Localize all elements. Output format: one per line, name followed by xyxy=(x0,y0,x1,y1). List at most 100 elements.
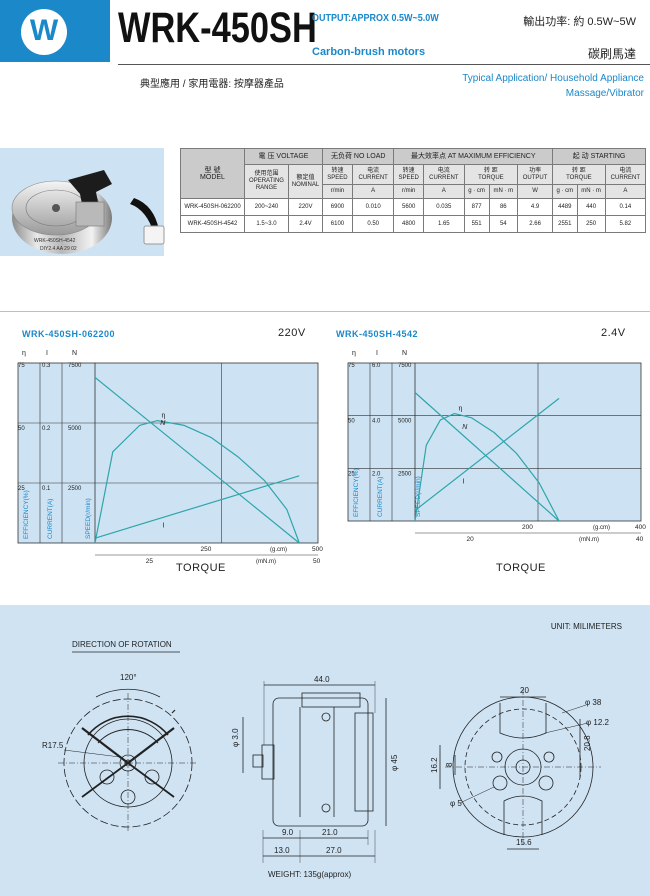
application-en: Typical Application/ Household Appliance xyxy=(462,73,644,84)
y-tick-label: 75 xyxy=(348,363,355,369)
nl-current-header-cn: 电流 xyxy=(367,167,380,174)
unit-gcm: g · cm xyxy=(463,184,490,199)
row-me-speed: 5600 xyxy=(393,198,424,216)
dim-width-20: 20 xyxy=(520,686,529,695)
range-header: 使用范围 OPERATING RANGE xyxy=(244,164,289,199)
y-tick-label: 0.1 xyxy=(42,486,51,492)
logo-letter: W xyxy=(29,14,59,47)
nominal-header: 额定值 NOMINAL xyxy=(288,164,323,199)
range-header-cn: 使用范围 xyxy=(254,171,279,177)
y-tick-label: 7500 xyxy=(68,363,82,369)
row-me-torque-mn: 54 xyxy=(488,215,519,233)
y-tick-label: 25 xyxy=(18,486,25,492)
x-unit-bottom: (mN.m) xyxy=(256,559,276,565)
front-view xyxy=(58,688,198,833)
row-model: WRK-450SH-4542 xyxy=(180,215,245,233)
motor-photo: WRK-450SH-4542 DIY2.4 AA 29 02 xyxy=(11,170,165,254)
unit-mnm-2: mN · m xyxy=(576,184,606,199)
photo-label-2: DIY2.4 AA 29 02 xyxy=(40,246,77,252)
plot-area xyxy=(347,362,642,522)
y-tick-label: 75 xyxy=(18,363,25,369)
dim-width-15-6: 15.6 xyxy=(516,838,532,847)
x-tick-label-top: 200 xyxy=(522,524,533,531)
dim-length-44: 44.0 xyxy=(314,675,330,684)
dim-length-9: 9.0 xyxy=(282,828,294,837)
dim-shaft-dia: φ 3.0 xyxy=(231,728,240,747)
section-divider xyxy=(0,311,650,312)
x-tick-label-bottom: 25 xyxy=(146,558,154,565)
series-line-efficiency xyxy=(414,413,560,522)
row-me-torque-g: 877 xyxy=(463,198,490,216)
y-tick-label: 0.3 xyxy=(42,363,51,369)
x-tick-label-bottom: 20 xyxy=(467,536,475,543)
row-me-current: 1.65 xyxy=(422,215,465,233)
unit-note: UNIT: MILIMETERS xyxy=(550,622,622,631)
unit-a: A xyxy=(351,184,395,199)
dim-length-13: 13.0 xyxy=(274,846,290,855)
x-tick-label-top: 500 xyxy=(312,546,323,553)
dim-dia-5: φ 5 xyxy=(450,799,462,808)
series-line-current xyxy=(414,397,560,511)
row-me-current: 0.035 xyxy=(422,198,465,216)
model-header: 型 號 MODEL xyxy=(180,148,245,199)
series-line-speed xyxy=(414,392,560,522)
y-tick-label: 2500 xyxy=(68,486,82,492)
row-me-speed: 4800 xyxy=(393,215,424,233)
row-nominal: 2.4V xyxy=(288,215,323,233)
y-axis-label: EFFICIENCY(%) xyxy=(23,490,30,539)
row-nl-speed: 6100 xyxy=(322,215,353,233)
x-unit-top: (g.cm) xyxy=(270,547,287,553)
row-me-torque-mn: 86 xyxy=(488,198,519,216)
plot-area xyxy=(17,362,319,544)
x-axis-label-2: TORQUE xyxy=(496,562,546,574)
chart-title-2: WRK-450SH-4542 xyxy=(336,329,419,339)
nl-current-header-en: CURRENT xyxy=(358,174,388,181)
model-header-en: MODEL xyxy=(200,173,225,181)
dim-length-21: 21.0 xyxy=(322,828,338,837)
unit-rmin: r/min xyxy=(322,184,353,199)
row-nl-current: 0.010 xyxy=(351,198,395,216)
st-current-header-cn: 电流 xyxy=(619,167,632,174)
side-view xyxy=(242,681,387,863)
output-range-cn: 輸出功率: 約 0.5W~5W xyxy=(523,16,636,28)
y-tick-label: 50 xyxy=(18,426,25,432)
starting-group: 起 动 STARTING xyxy=(552,148,646,165)
y-tick-label: 2.0 xyxy=(372,471,381,477)
performance-chart-2: η755025EFFICIENCY(%)I6.04.02.0CURRENT(A)… xyxy=(347,350,646,543)
row-me-torque-g: 551 xyxy=(463,215,490,233)
me-current-header-en: CURRENT xyxy=(429,174,459,181)
y-axis-symbol: N xyxy=(402,350,407,357)
application-cn: 典型應用 / 家用電器: 按摩器產品 xyxy=(140,79,284,90)
x-tick-label-bottom: 50 xyxy=(313,558,321,565)
maxeff-group: 最大效率点 AT MAXIMUM EFFICIENCY xyxy=(393,148,554,165)
y-tick-label: 7500 xyxy=(398,363,412,369)
nl-speed-header-cn: 转速 xyxy=(331,167,344,174)
series-line-speed xyxy=(94,376,300,544)
performance-chart-1: η755025EFFICIENCY(%)I0.30.20.1CURRENT(A)… xyxy=(17,350,323,565)
weight-note: WEIGHT: 135g(approx) xyxy=(268,870,352,879)
series-label-speed: N xyxy=(462,424,468,431)
dim-height-8: 8 xyxy=(445,762,454,767)
y-tick-label: 5000 xyxy=(68,426,82,432)
row-me-output: 2.66 xyxy=(517,215,554,233)
unit-gcm-2: g · cm xyxy=(552,184,578,199)
dim-angle: 120° xyxy=(120,673,137,682)
unit-a-3: A xyxy=(604,184,647,199)
y-axis-symbol: N xyxy=(72,350,77,357)
model-header-cn: 型 號 xyxy=(204,166,221,174)
spec-table: 型 號 MODEL 電 压 VOLTAGE 无负荷 NO LOAD 最大效率点 … xyxy=(180,148,647,233)
y-axis-symbol: I xyxy=(46,350,48,357)
series-label-current: I xyxy=(162,523,164,530)
me-torque-header-en: TORQUE xyxy=(478,174,504,181)
y-axis-label: CURRENT(A) xyxy=(47,499,54,539)
series-label-current: I xyxy=(463,478,465,485)
table-row: WRK-450SH-062200 200~240 220V 6900 0.010… xyxy=(180,198,647,216)
dim-height-16-2: 16.2 xyxy=(430,757,439,773)
me-output-header-en: OUTPUT xyxy=(522,174,548,181)
